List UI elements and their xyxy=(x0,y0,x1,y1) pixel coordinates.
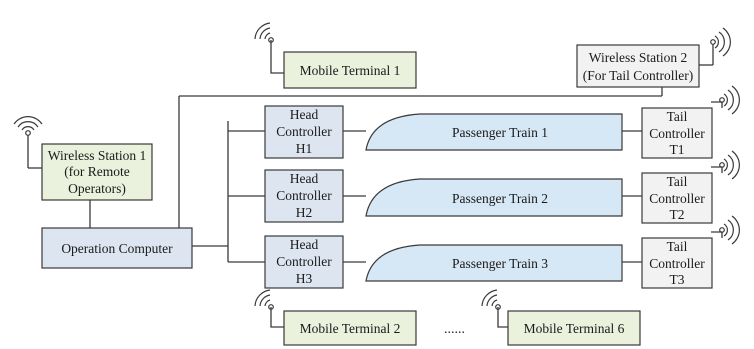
mobile-terminal-2: Mobile Terminal 2 xyxy=(283,310,417,346)
mobile-terminal-label: Mobile Terminal 1 xyxy=(300,63,401,78)
wireless-station-1-line: (for Remote xyxy=(64,164,130,179)
head-controller-line: H3 xyxy=(296,271,313,286)
antenna-icon xyxy=(13,116,43,136)
wireless-station-1-line: Wireless Station 1 xyxy=(48,148,146,163)
tail-controller-line: T3 xyxy=(670,272,685,287)
tail-controller-line: Controller xyxy=(649,191,705,206)
head-controller-line: Head xyxy=(290,107,319,122)
antenna-icon xyxy=(719,150,740,180)
antenna-icon xyxy=(719,85,740,115)
wireless-station-2: Wireless Station 2 (For Tail Controller) xyxy=(576,44,700,88)
passenger-train-1: Passenger Train 1 xyxy=(365,113,623,151)
tail-controller-t2: Tail Controller T2 xyxy=(641,172,713,224)
tail-controller-t1: Tail Controller T1 xyxy=(641,107,713,159)
antenna-icon xyxy=(254,22,274,43)
mobile-terminal-label: Mobile Terminal 6 xyxy=(524,321,625,336)
operation-computer-label: Operation Computer xyxy=(61,241,173,256)
tail-controller-line: T2 xyxy=(670,207,685,222)
antenna-icon xyxy=(710,27,731,57)
antenna-icon xyxy=(254,289,274,310)
head-controller-h2: Head Controller H2 xyxy=(264,169,344,223)
head-controller-h1: Head Controller H1 xyxy=(264,105,344,159)
tail-controller-line: Tail xyxy=(667,174,688,189)
head-controller-line: Head xyxy=(290,171,319,186)
passenger-train-3: Passenger Train 3 xyxy=(365,244,623,282)
wireless-station-1: Wireless Station 1 (for Remote Operators… xyxy=(41,143,153,201)
passenger-train-label: Passenger Train 1 xyxy=(452,125,548,140)
wireless-station-2-line: (For Tail Controller) xyxy=(583,68,694,83)
head-controller-line: Head xyxy=(290,237,319,252)
wireless-station-2-line: Wireless Station 2 xyxy=(589,50,687,65)
antenna-icon xyxy=(481,289,501,310)
antenna-icon xyxy=(719,215,740,245)
tail-controller-line: Controller xyxy=(649,126,705,141)
head-controller-line: H2 xyxy=(296,205,313,220)
mobile-terminal-1: Mobile Terminal 1 xyxy=(283,51,417,89)
mobile-terminal-6: Mobile Terminal 6 xyxy=(507,310,641,346)
mobile-terminal-label: Mobile Terminal 2 xyxy=(300,321,401,336)
passenger-train-2: Passenger Train 2 xyxy=(365,178,623,217)
tail-controller-line: T1 xyxy=(670,142,685,157)
passenger-train-label: Passenger Train 3 xyxy=(452,256,548,271)
head-controller-line: Controller xyxy=(276,188,332,203)
head-controller-line: Controller xyxy=(276,124,332,139)
tail-controller-line: Tail xyxy=(667,109,688,124)
head-controller-h3: Head Controller H3 xyxy=(264,235,344,289)
wireless-station-1-line: Operators) xyxy=(68,181,126,196)
head-controller-line: H1 xyxy=(296,141,313,156)
tail-controller-line: Tail xyxy=(667,239,688,254)
tail-controller-line: Controller xyxy=(649,256,705,271)
passenger-train-label: Passenger Train 2 xyxy=(452,191,548,206)
tail-controller-t3: Tail Controller T3 xyxy=(641,237,713,289)
head-controller-line: Controller xyxy=(276,254,332,269)
operation-computer: Operation Computer xyxy=(41,227,193,269)
ellipsis-text: ...... xyxy=(444,322,465,337)
